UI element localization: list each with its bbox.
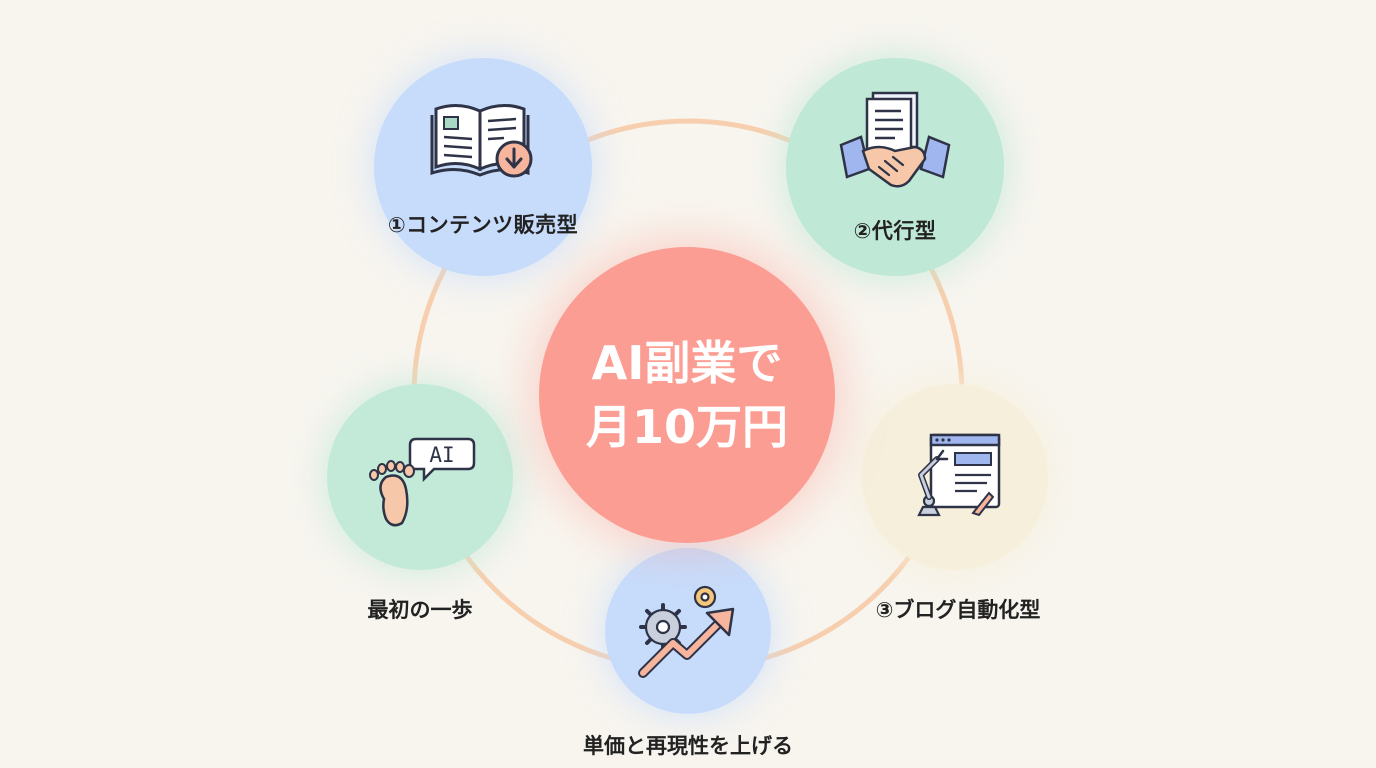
footprint-ai-icon: AI xyxy=(369,437,476,527)
ai-bubble-text: AI xyxy=(429,443,454,467)
node-growth xyxy=(605,548,771,714)
node-agency-label: ②代行型 xyxy=(853,219,937,243)
center-goal-line1: AI副業で xyxy=(591,336,783,390)
center-goal: AI副業で 月10万円 xyxy=(539,247,835,543)
book-download-icon xyxy=(430,104,533,178)
handshake-document-icon xyxy=(839,91,951,188)
node-growth-label: 単価と再現性を上げる xyxy=(583,734,793,758)
node-first-step: AI xyxy=(327,384,513,570)
center-goal-line2: 月10万円 xyxy=(585,400,788,454)
node-blog-automation-label: ③ブログ自動化型 xyxy=(875,598,1041,622)
node-first-step-label: 最初の一歩 xyxy=(367,598,473,622)
node-content-sales: ①コンテンツ販売型 xyxy=(374,58,592,276)
robot-arm-webpage-icon xyxy=(917,433,1001,517)
gears-growth-arrow-icon xyxy=(638,585,735,678)
node-content-sales-label: ①コンテンツ販売型 xyxy=(387,213,579,237)
node-blog-automation xyxy=(862,384,1048,570)
node-agency: ②代行型 xyxy=(786,58,1004,276)
